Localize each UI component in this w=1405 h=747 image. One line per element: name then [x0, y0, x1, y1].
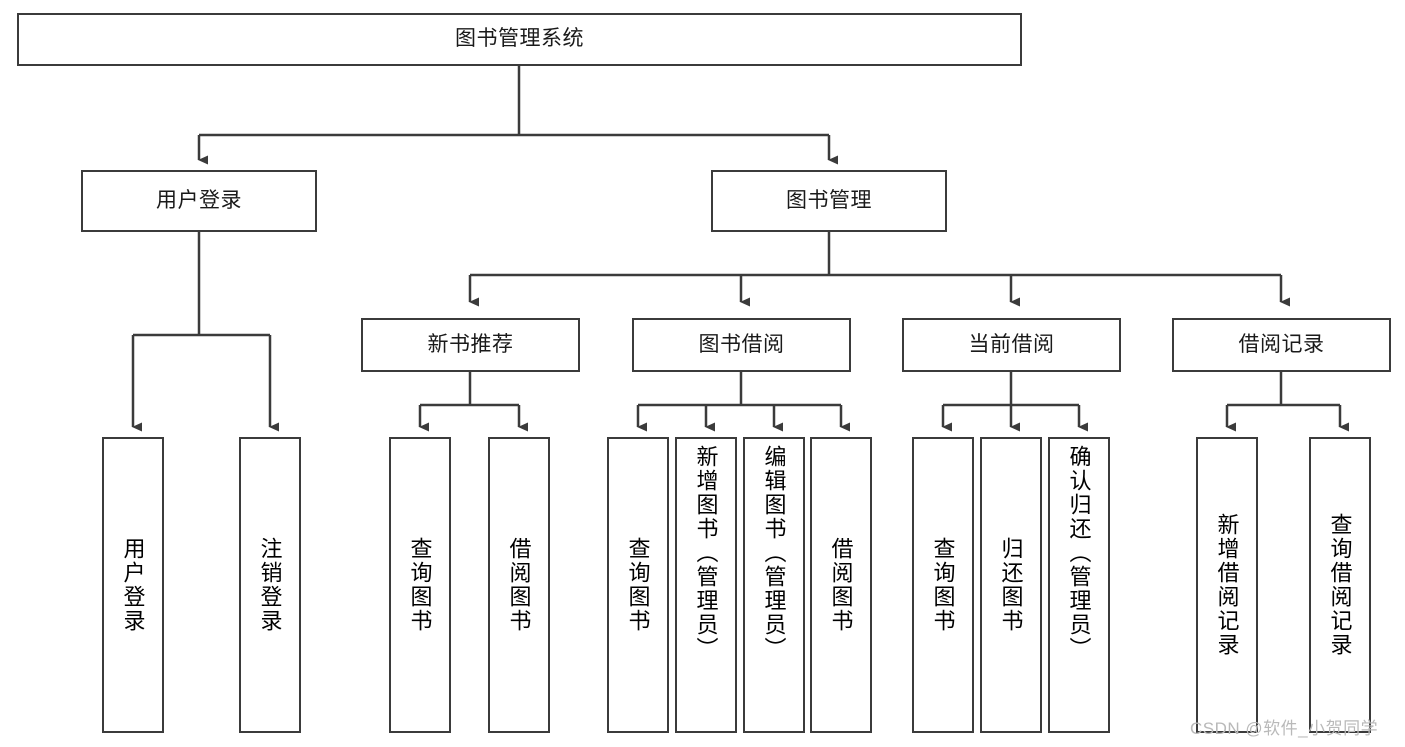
node-new-book-recommend[interactable]: 新书推荐 [361, 318, 580, 372]
node-label: 借阅记录 [1238, 332, 1325, 356]
node-label: 图书管理 [786, 188, 872, 212]
leaf-borrow-records-add-record[interactable]: 新增借阅记录 [1196, 437, 1258, 733]
node-label: 借阅图书 [828, 537, 854, 633]
leaf-book-borrow-borrow-books[interactable]: 借阅图书 [810, 437, 872, 733]
node-book-management[interactable]: 图书管理 [711, 170, 947, 232]
leaf-user-login-login[interactable]: 用户登录 [102, 437, 164, 733]
node-current-borrow[interactable]: 当前借阅 [902, 318, 1121, 372]
leaf-current-borrow-return-books[interactable]: 归还图书 [980, 437, 1042, 733]
node-label: 查询图书 [407, 537, 433, 633]
leaf-borrow-records-query-record[interactable]: 查询借阅记录 [1309, 437, 1371, 733]
node-label: 查询图书 [625, 537, 651, 633]
leaf-current-borrow-query-books[interactable]: 查询图书 [912, 437, 974, 733]
leaf-new-book-query-books[interactable]: 查询图书 [389, 437, 451, 733]
node-label: 图书借阅 [698, 332, 785, 356]
node-label: 新书推荐 [427, 332, 514, 356]
leaf-book-borrow-add-book-admin[interactable]: 新增图书（管理员） [675, 437, 737, 733]
leaf-current-borrow-confirm-return-admin[interactable]: 确认归还（管理员） [1048, 437, 1110, 733]
node-label: 用户登录 [156, 188, 242, 212]
csdn-watermark: CSDN @软件_小贺同学 [1190, 719, 1379, 738]
leaf-book-borrow-edit-book-admin[interactable]: 编辑图书（管理员） [743, 437, 805, 733]
node-user-login[interactable]: 用户登录 [81, 170, 317, 232]
node-label: 查询图书 [930, 537, 956, 633]
node-label: 注销登录 [257, 537, 283, 633]
node-label: 用户登录 [120, 537, 146, 633]
node-label: 当前借阅 [968, 332, 1055, 356]
leaf-new-book-borrow-books[interactable]: 借阅图书 [488, 437, 550, 733]
node-label: 归还图书 [998, 537, 1024, 633]
node-label: 查询借阅记录 [1327, 513, 1353, 657]
leaf-user-login-logout[interactable]: 注销登录 [239, 437, 301, 733]
node-label: 确认归还（管理员） [1066, 445, 1092, 661]
node-label: 编辑图书（管理员） [761, 445, 787, 661]
leaf-book-borrow-query-books[interactable]: 查询图书 [607, 437, 669, 733]
node-label: 借阅图书 [506, 537, 532, 633]
node-label: 新增借阅记录 [1214, 513, 1240, 657]
node-root-book-management-system[interactable]: 图书管理系统 [17, 13, 1022, 66]
node-label: 新增图书（管理员） [693, 445, 719, 661]
node-borrow-records[interactable]: 借阅记录 [1172, 318, 1391, 372]
node-book-borrow[interactable]: 图书借阅 [632, 318, 851, 372]
node-label: 图书管理系统 [455, 27, 584, 51]
